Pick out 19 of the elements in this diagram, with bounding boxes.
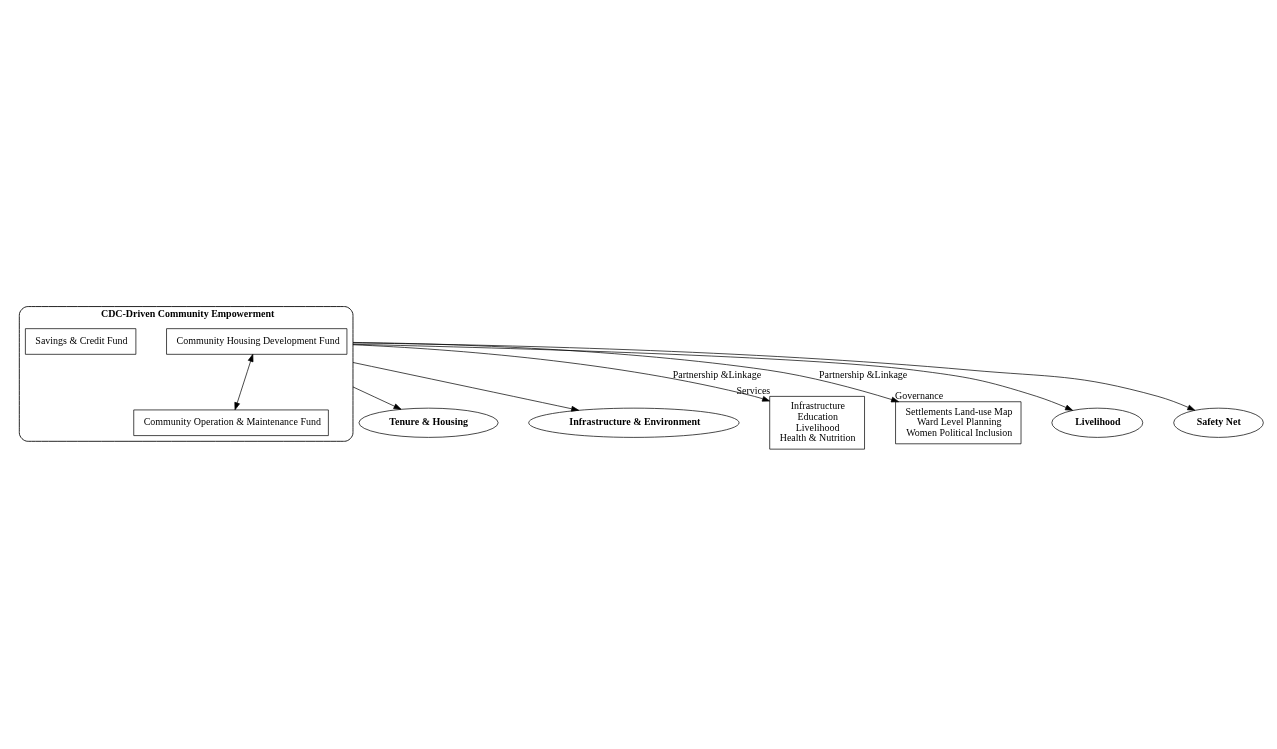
- node-box: Community Housing Development Fund: [166, 327, 348, 355]
- arrow: [352, 341, 899, 402]
- node-box: Savings & Credit Fund: [25, 327, 137, 355]
- arrow: [352, 343, 1073, 411]
- arrow: [234, 353, 254, 410]
- node-label: Governance: [895, 389, 944, 401]
- node-box: Settlements Land-use Map Ward Level Planning Women Political Inclusion: [895, 400, 1022, 444]
- edge-label: Partnership &Linkage: [818, 368, 908, 380]
- node-ellipse: Tenure & Housing: [358, 407, 499, 438]
- arrow: [352, 343, 770, 402]
- node-ellipse: Livelihood: [1051, 407, 1144, 438]
- arrow: [352, 361, 580, 412]
- node-box: Infrastructure Education Livelihood Health & Nutrition: [769, 395, 865, 449]
- arrow: [352, 386, 402, 410]
- node-box: Community Operation & Maintenance Fund: [133, 409, 329, 436]
- edge-label: Partnership &Linkage: [672, 368, 762, 380]
- node-ellipse: Safety Net: [1173, 407, 1264, 438]
- arrow: [352, 342, 1196, 411]
- node-label: Services: [736, 384, 771, 396]
